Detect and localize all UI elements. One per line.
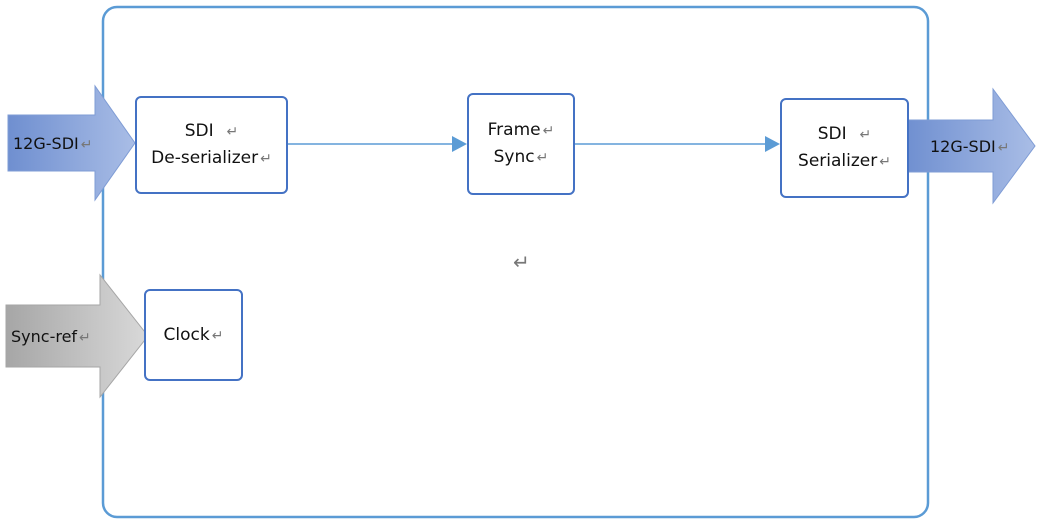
- frame-sync-block: Frame↵ Sync↵: [467, 93, 575, 195]
- system-enclosure: [101, 5, 930, 519]
- paragraph-mark: ↵: [536, 150, 549, 166]
- serializer-line1: SDI: [817, 124, 847, 144]
- paragraph-mark: ↵: [211, 327, 224, 344]
- paragraph-mark: ↵: [859, 127, 872, 143]
- sdi-deserializer-block: SDI ↵ De-serializer↵: [135, 96, 288, 194]
- input-arrow-label: 12G-SDI↵: [13, 134, 92, 153]
- paragraph-mark: ↵: [80, 137, 93, 153]
- deserializer-line1: SDI: [184, 121, 214, 141]
- paragraph-mark: ↵: [260, 151, 272, 167]
- paragraph-mark-standalone: ↵: [513, 250, 530, 274]
- sync-ref-arrow-text: Sync-ref: [11, 327, 78, 346]
- connector-arrowhead-1: [452, 136, 467, 152]
- connector-arrowhead-2: [765, 136, 780, 152]
- sync-ref-arrow-label: Sync-ref↵: [11, 327, 91, 346]
- frame-sync-line2: Sync: [493, 147, 535, 167]
- frame-sync-line1: Frame: [487, 120, 541, 140]
- output-arrow-text: 12G-SDI: [930, 137, 996, 156]
- clock-label: Clock: [163, 324, 210, 345]
- paragraph-mark: ↵: [879, 154, 891, 170]
- serializer-line2: Serializer: [798, 151, 878, 171]
- input-arrow: [7, 84, 136, 202]
- input-arrow-text: 12G-SDI: [13, 134, 79, 153]
- clock-block: Clock↵: [144, 289, 243, 381]
- paragraph-mark: ↵: [997, 140, 1010, 156]
- paragraph-mark: ↵: [226, 124, 239, 140]
- sdi-serializer-block: SDI ↵ Serializer↵: [780, 98, 909, 198]
- output-arrow: [904, 87, 1036, 205]
- sync-ref-arrow: [5, 273, 149, 399]
- deserializer-line2: De-serializer: [151, 148, 259, 168]
- paragraph-mark: ↵: [79, 330, 91, 346]
- output-arrow-label: 12G-SDI↵: [930, 137, 1009, 156]
- paragraph-mark: ↵: [542, 123, 555, 139]
